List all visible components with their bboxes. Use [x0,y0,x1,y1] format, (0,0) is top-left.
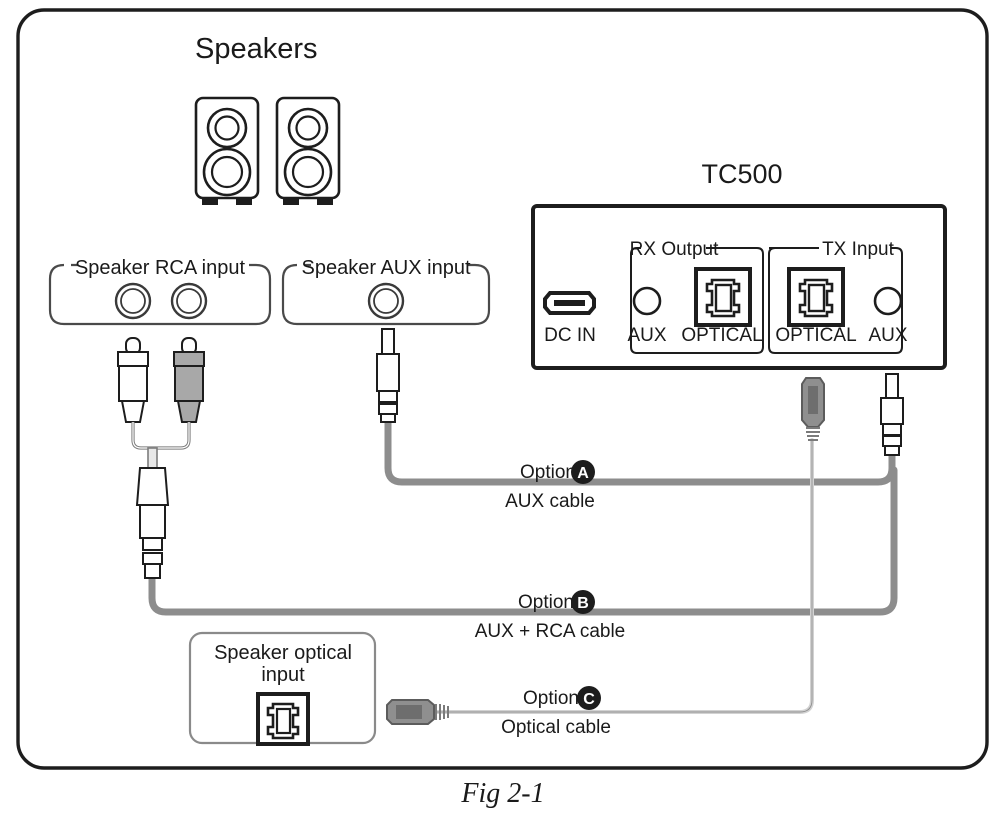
speaker-optical-input-label-line1: Speaker optical [214,642,352,664]
option-b-cable [148,466,898,616]
optical-toslink-icon[interactable] [694,267,752,327]
option-a-badge-circle [571,460,595,484]
option-b-badge: B [577,595,589,612]
tx-aux-label: AUX [868,325,907,346]
tx-input-box [768,247,903,354]
speakers-title: Speakers [195,33,318,65]
device-title: TC500 [701,159,782,189]
option-b-cable-label: AUX + RCA cable [475,621,626,642]
optical-plug-speaker [386,699,449,725]
option-c-cable-outline [432,440,813,713]
aux-jack-icon[interactable] [367,282,405,320]
option-a-prefix: Option [520,462,576,483]
option-a-cable-label: AUX cable [505,491,595,512]
figure-border [16,8,989,770]
option-c-cable-label: Optical cable [501,717,611,738]
aux-jack-icon[interactable] [873,286,903,316]
tx-optical-label: OPTICAL [775,325,856,346]
rx-output-box [630,247,764,354]
aux-plug-speaker-aux [376,328,400,423]
option-b-prefix: Option [518,592,574,613]
speaker-icon [194,96,260,205]
micro-usb-icon [543,291,596,315]
option-c-prefix: Option [523,688,579,709]
aux-plug-rca-side [135,467,170,579]
dc-in-label: DC IN [544,325,596,346]
figure-caption: Fig 2-1 [460,778,544,809]
rx-aux-label: AUX [627,325,666,346]
rx-optical-label: OPTICAL [681,325,762,346]
rca-jack-icon[interactable] [170,282,208,320]
rca-splitter-wire-highlight [132,422,190,449]
optical-plug-tc500 [801,377,825,441]
speaker-aux-input-label: Speaker AUX input [302,257,471,279]
option-a-badge: A [577,465,589,482]
rca-plug-right [173,337,205,423]
speaker-icon [275,96,341,205]
option-c-badge-circle [577,686,601,710]
tx-input-label: TX Input [822,239,895,260]
speaker-rca-input-box [48,263,272,326]
rca-plug-left [117,337,149,423]
optical-toslink-icon[interactable] [256,692,310,746]
tx-input-bracket [769,247,903,262]
option-b-badge-circle [571,590,595,614]
rx-output-bracket [630,247,752,262]
rx-output-label: RX Output [630,239,719,260]
aux-jack-icon[interactable] [632,286,662,316]
optical-toslink-icon[interactable] [787,267,845,327]
speaker-aux-input-box [281,263,491,326]
speaker-rca-input-label: Speaker RCA input [75,257,246,279]
rca-splitter-stem [147,447,158,469]
speaker-optical-input-label-line2: input [261,664,305,686]
rca-jack-icon[interactable] [114,282,152,320]
aux-plug-tc500-aux [880,373,904,456]
option-c-badge: C [583,691,595,708]
